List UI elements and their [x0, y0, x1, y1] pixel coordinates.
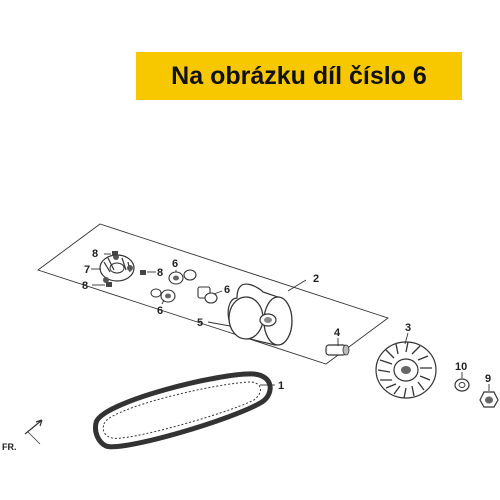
- part-number-banner: Na obrázku díl číslo 6: [171, 61, 427, 90]
- leader-5: [207, 321, 231, 327]
- bushing: [325, 344, 350, 356]
- callout-6-left: 6: [157, 305, 163, 317]
- roller-6-left: [150, 288, 176, 303]
- washer: [454, 378, 470, 392]
- callout-8-top: 8: [92, 248, 98, 260]
- leader-3: [404, 332, 409, 345]
- callout-1: 1: [278, 380, 284, 392]
- callout-6-top: 6: [172, 258, 178, 270]
- weight-rollers: [150, 269, 218, 304]
- leader-2: [287, 279, 307, 292]
- callout-6-right: 6: [224, 284, 230, 296]
- assembly-outline: [37, 223, 389, 365]
- callout-9: 9: [485, 373, 491, 385]
- callout-5: 5: [197, 317, 203, 329]
- callout-10: 10: [455, 361, 467, 373]
- movable-drive-face: [99, 254, 135, 283]
- callout-2: 2: [313, 273, 319, 285]
- leader-6b: [161, 299, 165, 305]
- slider-pieces: [106, 251, 146, 287]
- drive-pulley: [227, 283, 293, 346]
- callout-8-bottom: 8: [82, 280, 88, 292]
- callout-7: 7: [84, 264, 90, 276]
- banner-background: [136, 52, 462, 100]
- direction-label: FR.: [2, 442, 17, 452]
- callout-4: 4: [334, 327, 341, 339]
- front-direction-arrow: [24, 419, 43, 445]
- callout-8-right: 8: [157, 267, 163, 279]
- roller-6-right: [197, 286, 218, 304]
- callout-3: 3: [405, 322, 411, 334]
- leader-6c: [213, 290, 223, 295]
- nut: [479, 391, 499, 408]
- fan-pulley: [375, 341, 437, 399]
- roller-6-top: [168, 269, 197, 285]
- drive-belt: [93, 371, 273, 450]
